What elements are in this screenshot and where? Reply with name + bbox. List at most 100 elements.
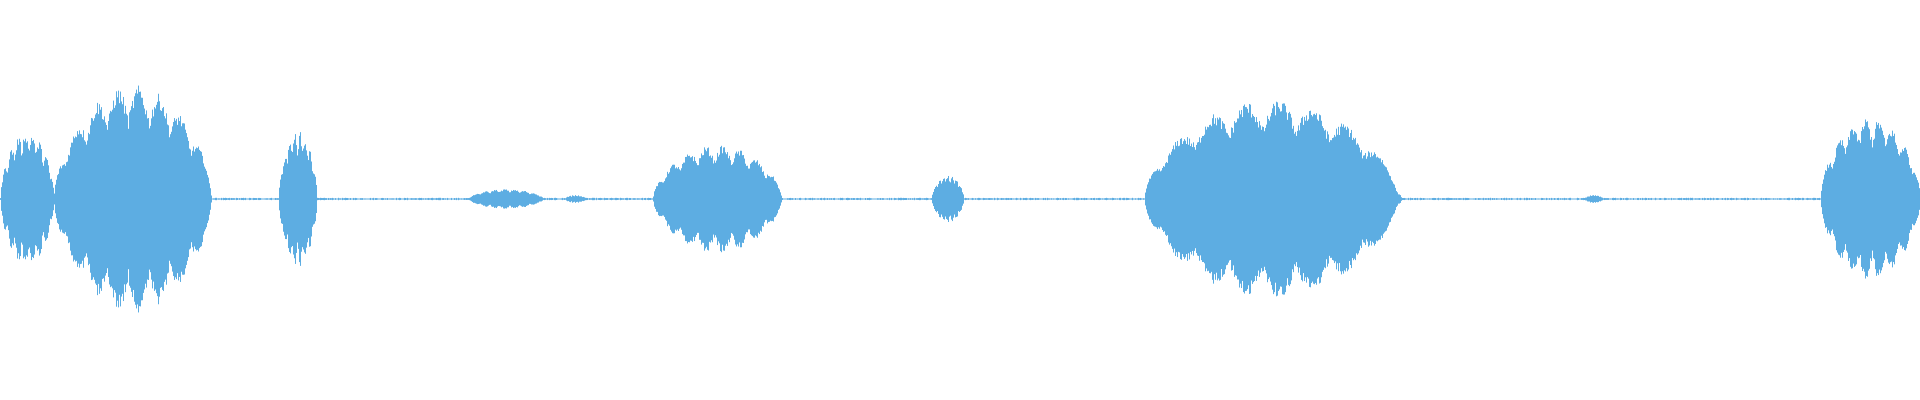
waveform-sample [1825,170,1826,228]
waveform-sample [338,197,339,201]
waveform-sample [149,128,150,270]
waveform-sample [1466,197,1467,201]
waveform-sample [592,197,593,201]
waveform-sample [1368,151,1369,247]
waveform-sample [527,192,528,206]
waveform-sample [236,197,237,201]
waveform-sample [1648,198,1649,200]
waveform-sample [1256,117,1257,281]
waveform-sample [1782,198,1783,200]
waveform-sample [781,195,782,203]
waveform-sample [1863,129,1864,269]
waveform-sample [239,198,240,200]
waveform-sample [1119,197,1120,201]
waveform-sample [731,165,732,233]
waveform-sample [251,198,252,200]
waveform-sample [218,198,219,200]
waveform-sample [1856,133,1857,265]
waveform-sample [575,195,576,203]
waveform-sample [1366,158,1367,240]
waveform-sample [1478,198,1479,200]
waveform-sample [1841,145,1842,253]
waveform-sample [1109,198,1110,200]
waveform-sample [962,192,963,206]
waveform-sample [346,197,347,201]
waveform-sample [560,198,561,200]
waveform-sample [1677,198,1678,200]
waveform-sample [1829,164,1830,234]
waveform-sample [44,160,45,238]
waveform-sample [624,198,625,200]
waveform-sample [37,147,38,251]
waveform-sample [1437,198,1438,200]
waveform-sample [541,196,542,202]
waveform-sample [1450,198,1451,200]
waveform-sample [1022,198,1023,200]
waveform-sample [1834,161,1835,237]
waveform-sample [1555,198,1556,200]
waveform-sample [1711,198,1712,200]
waveform-sample [1350,133,1351,265]
waveform-sample [633,198,634,200]
waveform-sample [517,190,518,208]
waveform-sample [877,198,878,200]
waveform-sample [660,182,661,216]
waveform-sample [1231,127,1232,271]
waveform-sample [1169,153,1170,245]
waveform-sample [1794,198,1795,200]
waveform-sample [1634,198,1635,200]
waveform-sample [570,195,571,203]
waveform-sample [58,173,59,225]
waveform-sample [466,198,467,200]
waveform-sample [763,171,764,227]
waveform-sample [694,156,695,242]
waveform-sample [728,158,729,240]
waveform-sample [888,198,889,200]
waveform-sample [1033,198,1034,200]
waveform-sample [806,198,807,200]
waveform-sample [1907,154,1908,244]
waveform-sample [1486,198,1487,200]
waveform-sample [469,197,470,201]
waveform-sample [1356,144,1357,254]
waveform-sample [1319,114,1320,284]
waveform-sample [767,174,768,224]
waveform-sample [34,143,35,255]
waveform-sample [1255,122,1256,276]
waveform-sample [21,155,22,243]
waveform-sample [1401,197,1402,201]
waveform-sample [427,198,428,200]
waveform-sample [157,101,158,297]
waveform-sample [1618,198,1619,200]
waveform-sample [1567,198,1568,200]
waveform-sample [368,198,369,200]
waveform-sample [345,197,346,201]
waveform-sample [140,91,141,307]
waveform-sample [168,125,169,273]
waveform-sample [460,198,461,200]
waveform-sample [1299,130,1300,268]
waveform-sample [1483,197,1484,201]
waveform-sample [1137,198,1138,200]
waveform-sample [175,120,176,278]
waveform-sample [221,197,222,201]
waveform-sample [424,198,425,200]
waveform-sample [1685,198,1686,200]
waveform-sample [1578,198,1579,200]
waveform-sample [1599,196,1600,202]
waveform-sample [659,181,660,217]
waveform-sample [42,162,43,236]
waveform-sample [1588,196,1589,202]
waveform-sample [1557,198,1558,200]
waveform-sample [248,198,249,200]
waveform-sample [100,109,101,289]
waveform-sample [620,197,621,201]
waveform-sample [1198,142,1199,256]
waveform-sample [1282,103,1283,295]
waveform-sample [743,155,744,243]
waveform-sample [286,158,287,240]
waveform-sample [1112,197,1113,201]
waveform-sample [1579,198,1580,200]
waveform-sample [349,198,350,200]
waveform-sample [1438,197,1439,201]
